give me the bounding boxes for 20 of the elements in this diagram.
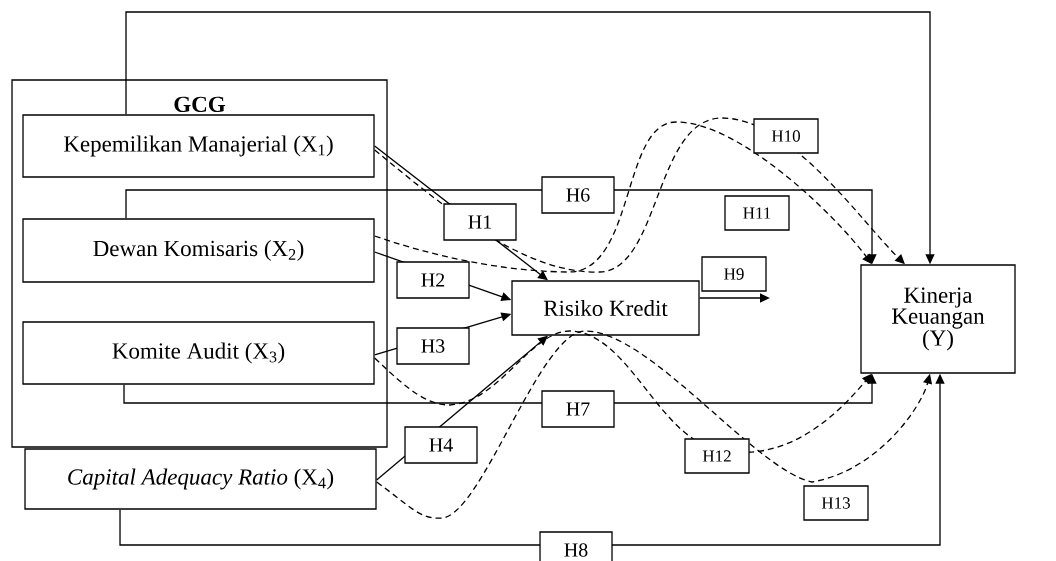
variable-box: Kepemilikan Manajerial (X$_{1}$) [22, 114, 375, 178]
variable-box: Kinerja Keuangan (Y) [860, 264, 1016, 374]
variable-box: Risiko Kredit [511, 280, 700, 336]
arrow [699, 293, 770, 303]
hypothesis-label: H7 [541, 390, 615, 428]
hypothesis-label: H9 [701, 256, 767, 292]
hypothesis-label: H13 [803, 485, 869, 521]
hypothesis-label: H1 [443, 203, 517, 241]
hypothesis-label: H10 [753, 118, 819, 154]
variable-box: Capital Adequacy Ratio (X$_{4}$) [24, 448, 377, 510]
variable-box: Komite Audit (X$_{3}$) [22, 321, 375, 385]
hypothesis-label: H2 [396, 261, 470, 299]
hypothesis-label: H6 [541, 176, 615, 214]
arrow [374, 330, 872, 453]
hypothesis-label: H3 [396, 327, 470, 365]
hypothesis-label: H4 [404, 426, 478, 464]
variable-box: Dewan Komisaris (X$_{2}$) [22, 218, 375, 283]
hypothesis-label: H12 [684, 438, 750, 474]
hypothesis-label: H11 [724, 195, 790, 231]
hypothesis-label: H8 [539, 531, 613, 561]
